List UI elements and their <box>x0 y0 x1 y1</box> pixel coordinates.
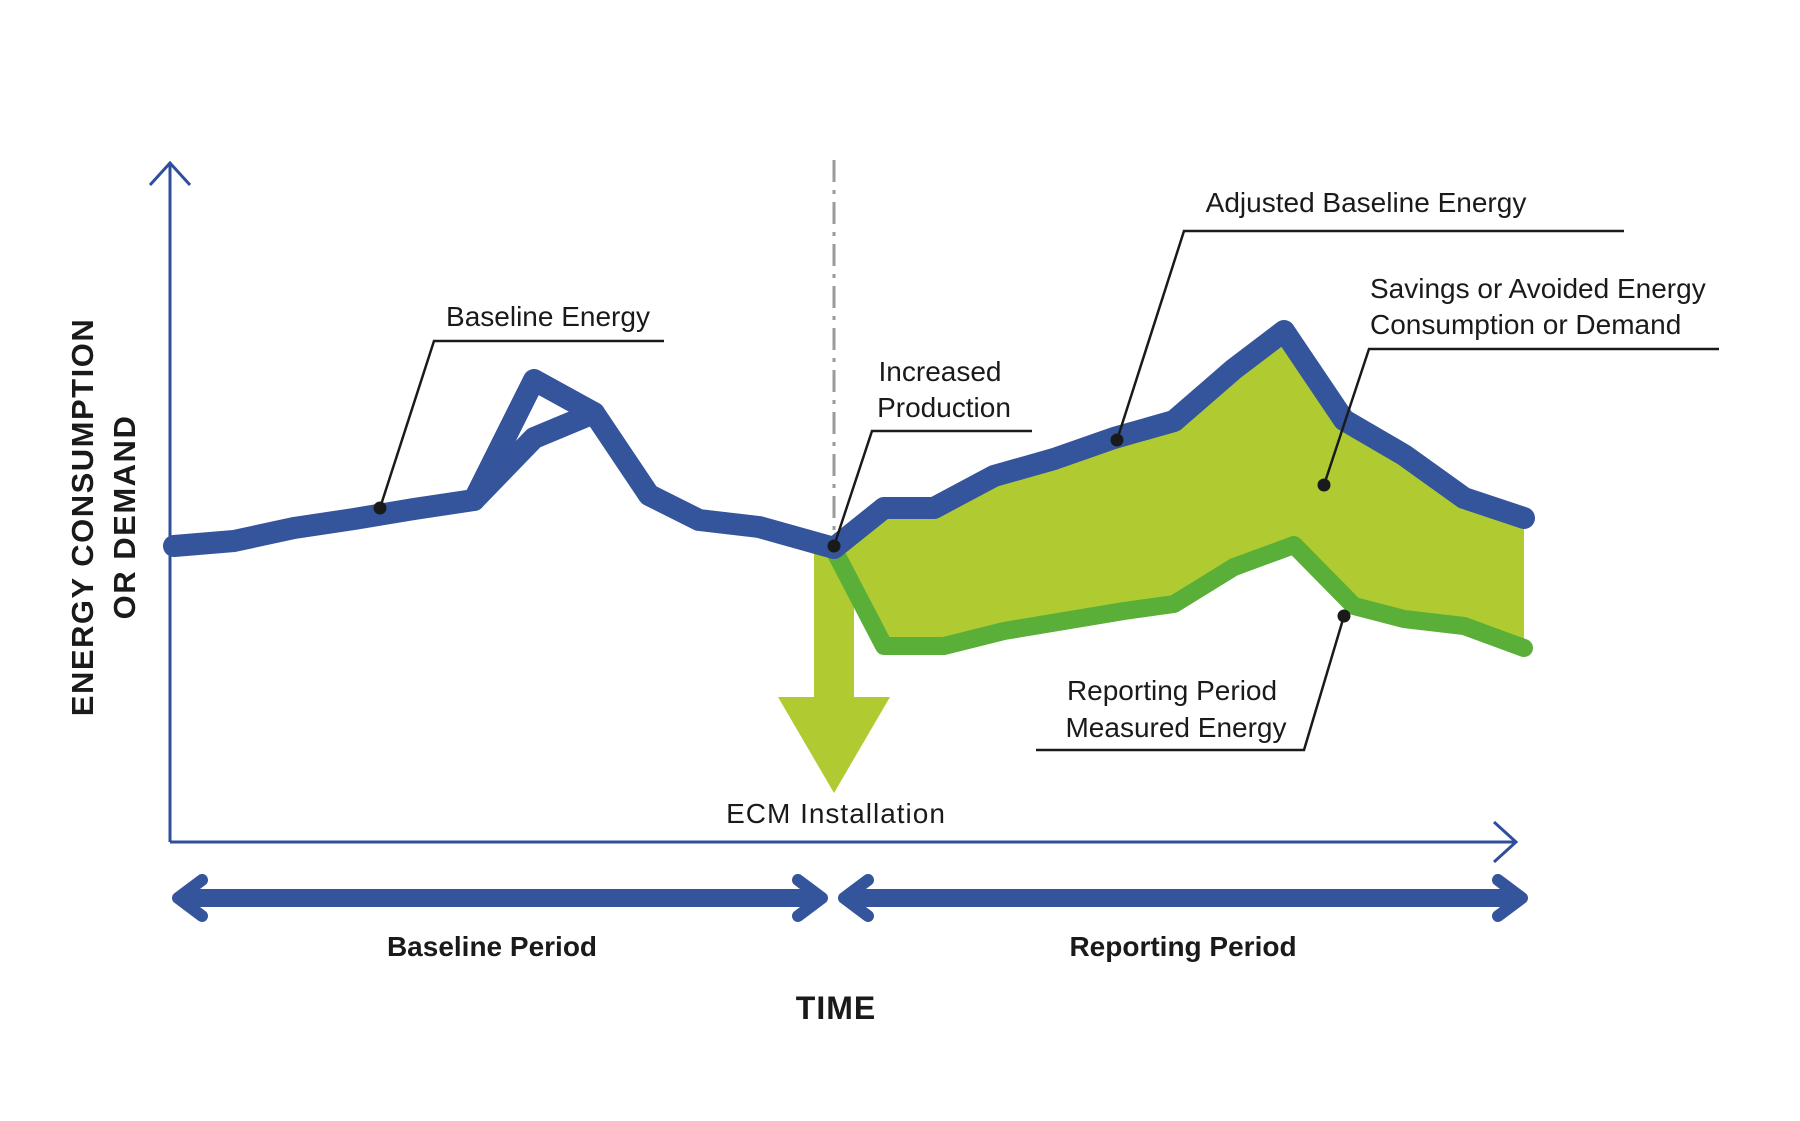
adjusted-baseline-dot <box>1110 433 1124 447</box>
ecm-installation-label: ECM Installation <box>726 798 946 829</box>
x-axis-arrowhead <box>1492 820 1519 864</box>
axes <box>148 160 1519 864</box>
reporting-period-arrow-right-head <box>1492 874 1528 922</box>
reporting-period-label: Reporting Period <box>1069 931 1296 962</box>
measured-energy-dot <box>1337 609 1351 623</box>
y-axis-arrowhead <box>148 160 192 187</box>
baseline-energy-dot <box>373 501 387 515</box>
measured-energy-label-line2: Measured Energy <box>1065 712 1286 743</box>
reporting-period-arrow-left-head <box>838 874 874 922</box>
savings-area <box>834 331 1524 646</box>
leader-lines <box>378 229 1719 752</box>
y-axis-title-line2: OR DEMAND <box>107 415 142 620</box>
increased-production-leader <box>832 429 1032 547</box>
baseline-period-arrow-left-head <box>172 874 208 922</box>
x-axis-title: TIME <box>796 990 876 1026</box>
measured-energy-leader <box>1036 615 1346 752</box>
baseline-energy-line-peak <box>463 402 605 511</box>
leader-dots <box>373 433 1351 623</box>
reporting-period-measured-energy-line <box>825 536 1533 657</box>
increased-production-label-line1: Increased <box>879 356 1002 387</box>
adjusted-baseline-leader <box>1115 229 1624 441</box>
increased-production-dot <box>827 539 841 553</box>
baseline-energy-label: Baseline Energy <box>446 301 650 332</box>
savings-dot <box>1317 478 1331 492</box>
y-axis-title: ENERGY CONSUMPTION OR DEMAND <box>65 318 142 716</box>
increased-production-label-line2: Production <box>877 392 1011 423</box>
baseline-period-arrow-right-head <box>792 874 828 922</box>
baseline-period-label: Baseline Period <box>387 931 597 962</box>
savings-label-line1: Savings or Avoided Energy <box>1370 273 1706 304</box>
baseline-energy-leader <box>378 339 664 509</box>
savings-label-line2: Consumption or Demand <box>1370 309 1681 340</box>
measured-energy-label-line1: Reporting Period <box>1067 675 1277 706</box>
savings-leader <box>1322 347 1719 486</box>
period-arrows <box>172 874 1528 922</box>
y-axis-title-line1: ENERGY CONSUMPTION <box>65 318 100 716</box>
adjusted-baseline-energy-label: Adjusted Baseline Energy <box>1206 187 1527 218</box>
baseline-energy-line <box>163 320 1535 559</box>
ecm-installation-arrow <box>778 550 890 793</box>
